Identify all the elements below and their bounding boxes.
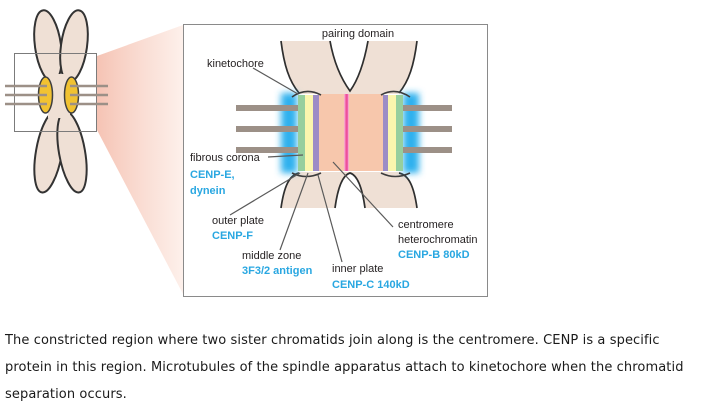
fibrous-corona-protein-label-2: dynein [190,185,226,197]
kinetochore-diagram: pairing domain kinetochore fibrous coron… [183,24,488,297]
caption: The constricted region where two sister … [5,327,719,402]
inner-plate-label: inner plate [332,263,383,275]
bottom-left-arm-outline [280,172,300,209]
centromere-waist [48,74,70,118]
leader-lines [229,67,394,263]
middle-zone-leader [279,172,309,251]
chromatid-arm-top-right [59,9,89,83]
top-left-arm-outline [280,40,300,94]
pairing-line [345,94,348,171]
kinetochore-plates-left [298,95,319,171]
bottom-right-arm-outline [398,172,418,209]
outer-plate-leader [229,172,301,216]
kinetochore-leader [252,67,299,95]
outer-plate-protein-label: CENP-F [212,230,253,242]
inner-plate-leader [317,174,343,263]
outer-plate-label: outer plate [212,215,264,227]
kinetochore-plates-right [383,95,403,171]
top-right-arm-outline [398,40,418,94]
centromere-heterochromatin-region [319,94,383,171]
chromatid-arm-bottom-right [56,110,88,194]
pairing-domain-label: pairing domain [322,28,394,40]
caption-line-3: separation occurs. [5,387,127,402]
spindle-microtubules-overview [5,84,108,106]
middle-zone-protein-label: 3F3/2 antigen [242,265,313,277]
centromere-heterochromatin-protein-label: CENP-B 80kD [398,249,470,261]
inner-plate-protein-label: CENP-C 140kD [332,279,410,291]
fibrous-corona-protein-label-1: CENP-E, [190,169,235,181]
centromere-figure: pairing domain kinetochore fibrous coron… [5,9,488,297]
top-arm-gap [329,40,369,93]
bottom-arm-gap [334,172,366,209]
zoom-cone [97,25,183,294]
zoom-box [14,53,97,132]
fibrous-corona-label: fibrous corona [190,152,261,164]
caption-line-1: The constricted region where two sister … [5,333,660,348]
fibrous-corona-leader [267,154,304,158]
spindle-microtubules-diagram [236,105,452,153]
centromere-heterochromatin-leader [332,161,394,228]
caption-line-2: protein in this region. Microtubules of … [5,360,684,375]
chromosome-overview [5,9,108,194]
kinetochore-label: kinetochore [207,58,264,70]
centromere-heterochromatin-label-2: heterochromatin [398,234,478,246]
centromere-heterochromatin-label-1: centromere [398,219,454,231]
middle-zone-label: middle zone [242,250,301,262]
